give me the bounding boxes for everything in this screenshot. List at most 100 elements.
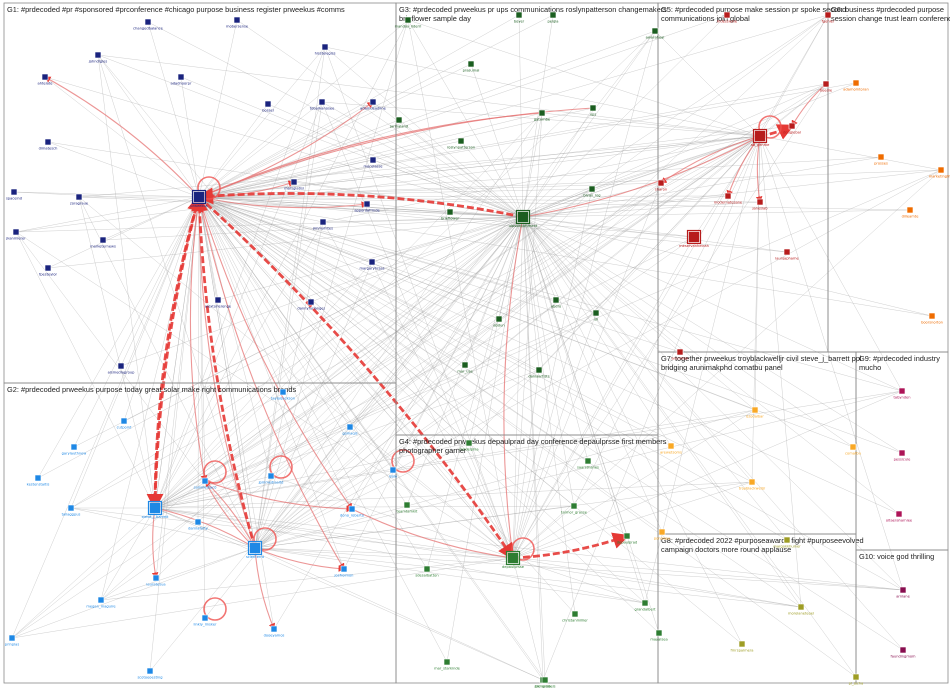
- node-label-prweekus: prweekus: [190, 204, 207, 208]
- node-faundingmom[interactable]: faundingmom: [890, 647, 916, 659]
- node-alextorlerenge[interactable]: alextorlerenge: [205, 297, 232, 309]
- node-lauratesua[interactable]: lauratesua: [146, 575, 165, 587]
- node-adadnoorpr[interactable]: adadnoorpr: [171, 74, 192, 86]
- node-hisstelegiss[interactable]: hisstelegiss: [315, 44, 336, 56]
- node-avatar-sharon: [658, 180, 664, 186]
- node-darnlaforty[interactable]: darnlaforty: [188, 519, 209, 531]
- node-label-jarmaland: jarmaland: [389, 125, 408, 129]
- edge-prweekus-ahtelate: [45, 77, 199, 197]
- edge-depaulprsse-depaulprad: [513, 536, 627, 558]
- node-fpesteylor[interactable]: fpesteylor: [39, 265, 58, 277]
- node-avatar-pro_grudels: [542, 677, 548, 683]
- node-oltaeraharniee[interactable]: oltaeraharniee: [886, 511, 913, 523]
- node-gomaqis[interactable]: gomaqis: [342, 424, 357, 436]
- node-marketingfmr[interactable]: marketingfmr: [929, 167, 950, 179]
- node-label-josfrolmon: josfrolmon: [334, 574, 354, 578]
- node-pl_jacha[interactable]: pl_jacha: [849, 674, 864, 686]
- node-linkly_linsker[interactable]: linkly_linsker: [193, 615, 217, 627]
- node-avatar-margaryhrsas: [369, 259, 375, 265]
- edge-prweekus-adadnoorpr: [181, 77, 199, 197]
- node-brieflower[interactable]: brieflower: [441, 209, 460, 221]
- node-avatar-arnlane: [900, 587, 906, 593]
- node-ponslapa[interactable]: ponslapa: [654, 529, 670, 541]
- node-alsmediagroup[interactable]: alsmediagroup: [108, 363, 135, 375]
- node-tobarkanosee[interactable]: tobarkanosee: [310, 99, 335, 111]
- node-modernatesane[interactable]: modernatesane: [714, 193, 743, 205]
- edge-ulpsdepartment-prosses: [523, 157, 881, 217]
- node-depaulprad[interactable]: depaulprad: [617, 533, 638, 545]
- node-dooeyamos[interactable]: dooeyamos: [264, 626, 285, 638]
- node-label-abdun: abdun: [493, 324, 504, 328]
- node-avatar-bivan_log: [589, 186, 595, 192]
- node-marketernews[interactable]: marketernews: [90, 237, 116, 249]
- node-avatar-abdun: [496, 316, 502, 322]
- node-arnlane[interactable]: arnlane: [896, 587, 910, 599]
- node-mobersense[interactable]: mobersense: [226, 17, 249, 29]
- node-avatar-modernatesane: [725, 193, 731, 199]
- node-awaraheal[interactable]: awaraheal: [646, 28, 665, 40]
- edge-ulpsdepartment-faundingmom: [523, 217, 903, 650]
- node-tarmor_grasse[interactable]: tarmor_grasse: [561, 503, 588, 515]
- node-avatar-linkly_linsker: [202, 615, 208, 621]
- node-tallaggpus[interactable]: tallaggpus: [62, 505, 81, 517]
- node-prweekus[interactable]: prweekus: [190, 191, 207, 209]
- node-avatar-faundingmom: [900, 647, 906, 653]
- node-dilleamte[interactable]: dilleamte: [902, 207, 920, 219]
- edge-ulpsdepartment-gatumbe: [523, 113, 542, 217]
- node-bossel[interactable]: bossel: [262, 101, 273, 113]
- node-dimatesch[interactable]: dimatesch: [39, 139, 58, 151]
- edge-ab_gehrke-troyblackwelljr: [752, 136, 760, 482]
- node-scienterrd[interactable]: scienterrd: [246, 542, 264, 560]
- node-label-ups: ups: [590, 113, 597, 117]
- node-spaceind[interactable]: spaceind: [6, 189, 22, 201]
- edge-ab_gehrke-hisstelegiss: [325, 47, 760, 136]
- edge-prweekus-tobarkanosee: [199, 102, 322, 197]
- node-margaryhrsas[interactable]: margaryhrsas: [360, 259, 385, 271]
- node-abdun[interactable]: abdun: [493, 316, 504, 328]
- node-changedbalance[interactable]: changedbalance: [133, 19, 163, 31]
- node-isolo[interactable]: isolo: [389, 467, 397, 479]
- node-label-changedbalance: changedbalance: [133, 27, 163, 31]
- node-avatar-boyer: [516, 12, 522, 18]
- edge-ab_gehrke-tabynden: [760, 136, 902, 391]
- node-dannyfurlangej[interactable]: dannyfurlangej: [297, 299, 324, 311]
- edge-ulpsdepartment-roslynpatterson: [461, 141, 523, 217]
- node-roslynpatterson[interactable]: roslynpatterson: [447, 138, 475, 150]
- node-kestenstaitis[interactable]: kestenstaitis: [27, 475, 50, 487]
- node-label-linkly_linsker: linkly_linsker: [193, 623, 217, 627]
- node-label-cainmediaco: cainmediaco: [194, 486, 217, 490]
- node-ups[interactable]: ups: [590, 105, 597, 117]
- node-pessicule[interactable]: pessicule: [894, 450, 911, 462]
- node-christanmillier[interactable]: christanmillier: [562, 611, 588, 623]
- node-comatbu[interactable]: comatbu: [845, 444, 861, 456]
- node-label-adadnoorpr: adadnoorpr: [171, 82, 192, 86]
- group-title-G4-line-0: G4: #prdecoded prweekus depaulprad day c…: [399, 437, 667, 446]
- node-ozodalbar[interactable]: ozodalbar: [746, 407, 764, 419]
- node-fmrspalmera[interactable]: fmrspalmera: [731, 641, 754, 653]
- node-pro_grudels[interactable]: pro_grudels: [534, 677, 555, 688]
- node-label-prinplas: prinplas: [5, 643, 20, 647]
- node-josfrolmon[interactable]: josfrolmon: [334, 566, 354, 578]
- node-saarsthanes[interactable]: saarsthanes: [577, 458, 599, 470]
- node-dono_roberto[interactable]: dono_roberto: [340, 506, 364, 518]
- node-adamomtoran[interactable]: adamomtoran: [843, 80, 868, 92]
- node-avatar-danlaartists: [536, 367, 542, 373]
- node-avatar-mirdelphia: [466, 440, 472, 446]
- node-mar_starkinde[interactable]: mar_starkinde: [434, 659, 461, 671]
- group-title-G6-line-0: G6: business #prdecoded purpose: [831, 5, 944, 14]
- edge-ulpsdepartment-adamdeadline: [373, 102, 523, 217]
- node-avatar-kestenstaitis: [35, 475, 41, 481]
- node-johndigles[interactable]: johndigles: [88, 52, 108, 64]
- node-meservanhetrah[interactable]: meservanhetrah: [679, 231, 709, 249]
- node-mayalsea[interactable]: mayalsea: [650, 630, 667, 642]
- edge-scienterrd-tabynden: [255, 391, 902, 548]
- node-prinplas[interactable]: prinplas: [5, 635, 20, 647]
- node-label-marketingfmr: marketingfmr: [929, 175, 950, 179]
- node-garylauthnew[interactable]: garylauthnew: [62, 444, 87, 456]
- node-avatar-scienterrd: [250, 543, 261, 554]
- node-scotoeoesting[interactable]: scotoeoesting: [137, 668, 162, 680]
- group-title-G9-line-0: G9: #prdecoded industry: [859, 354, 940, 363]
- node-avatar-marketingfmr: [938, 167, 944, 173]
- node-ull[interactable]: ull: [593, 310, 599, 322]
